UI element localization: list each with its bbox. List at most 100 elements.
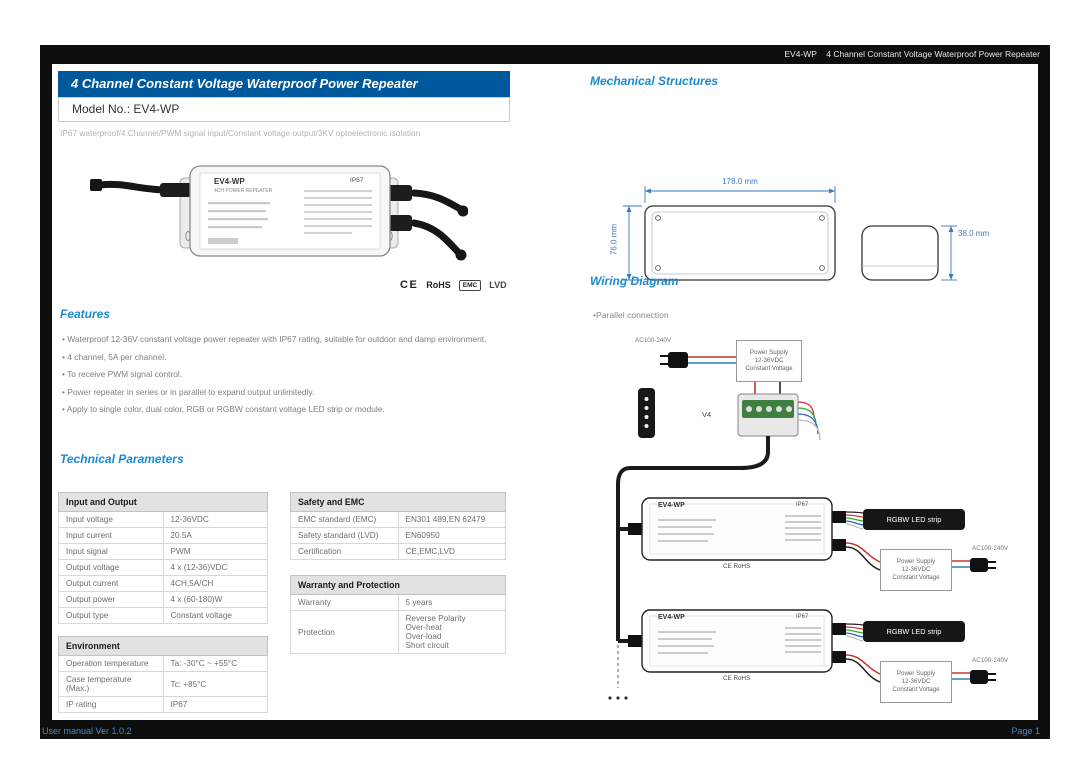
footer-page-number: Page 1 <box>1011 726 1040 736</box>
repeater1-name: EV4-WP <box>658 502 685 509</box>
emc-mark-icon: EMC <box>458 279 482 291</box>
rohs-mark-icon: RoHS <box>426 280 451 290</box>
repeater2-ip: IP67 <box>796 614 809 620</box>
param-label: Input voltage <box>58 511 164 528</box>
led-strip2-label: RGBW LED strip <box>863 621 965 642</box>
doc-title-bar: 4 Channel Constant Voltage Waterproof Po… <box>58 71 510 97</box>
param-label: Case temperature (Max.) <box>58 671 164 697</box>
param-label: Output voltage <box>58 559 164 576</box>
param-label: Output type <box>58 607 164 624</box>
table-row: Case temperature (Max.)Tc: +85°C <box>58 671 268 697</box>
table-title: Safety and EMC <box>290 492 506 512</box>
model-number: Model No.: EV4-WP <box>58 97 510 122</box>
footer-version: User manual Ver 1.0.2 <box>42 726 132 736</box>
table-row: Safety standard (LVD)EN60950 <box>290 527 506 544</box>
repeater1-ip: IP67 <box>796 502 809 508</box>
param-value: PWM <box>162 543 268 560</box>
param-value: CE,EMC,LVD <box>397 543 506 560</box>
product-label-name: EV4-WP <box>214 177 245 186</box>
safety-emc-table: Safety and EMC EMC standard (EMC)EN301 4… <box>290 492 506 560</box>
features-heading: Features <box>60 307 111 321</box>
feature-item: Apply to single color, dual color, RGB o… <box>62 404 572 414</box>
table-title: Input and Output <box>58 492 268 512</box>
repeater2-name: EV4-WP <box>658 614 685 621</box>
controller-label: V4 <box>702 410 712 419</box>
document-frame: EV4-WP 4 Channel Constant Voltage Waterp… <box>40 45 1050 739</box>
param-value: 5 years <box>397 594 506 611</box>
doc-subtitle: IP67 waterproof/4 Channel/PWM signal inp… <box>60 128 421 138</box>
product-photo: EV4-WP 4CH POWER REPEATER IP67 <box>88 150 469 280</box>
wiring-heading: Wiring Diagram <box>590 274 679 288</box>
mechanical-drawing: 178.0 mm 76.0 mm 38.0 mm <box>590 173 1038 341</box>
feature-item: Waterproof 12-36V constant voltage power… <box>62 334 572 344</box>
ac-input-label: AC100-240V <box>972 657 1009 664</box>
technical-parameters-heading: Technical Parameters <box>60 452 184 466</box>
product-label-type: 4CH POWER REPEATER <box>214 188 273 194</box>
param-label: EMC standard (EMC) <box>290 511 399 528</box>
feature-item: To receive PWM signal control. <box>62 369 572 379</box>
led-strip1-label: RGBW LED strip <box>863 509 965 530</box>
param-label: Input signal <box>58 543 164 560</box>
param-label: Protection <box>290 610 399 654</box>
ce-mark-icon: CE <box>400 279 419 291</box>
param-label: Safety standard (LVD) <box>290 527 399 544</box>
dimension-drawing <box>623 186 957 281</box>
param-value: Constant voltage <box>162 607 268 624</box>
param-value: 20.5A <box>162 527 268 544</box>
table-row: EMC standard (EMC)EN301 489,EN 62479 <box>290 511 506 528</box>
page-header-title: EV4-WP 4 Channel Constant Voltage Waterp… <box>784 49 1040 59</box>
power-supply-box: Power Supply 12-36VDC Constant Voltage <box>736 340 802 382</box>
table-title: Warranty and Protection <box>290 575 506 595</box>
dimension-depth: 38.0 mm <box>958 229 990 238</box>
dimension-width: 178.0 mm <box>722 177 758 186</box>
param-value: IP67 <box>162 696 268 713</box>
param-label: Warranty <box>290 594 399 611</box>
repeater2-cert: CE RoHS <box>723 675 751 682</box>
param-value: Ta: -30°C ~ +55°C <box>162 655 268 672</box>
parallel-connection-label: Parallel connection <box>593 310 669 320</box>
param-value: EN301 489,EN 62479 <box>397 511 506 528</box>
feature-item: 4 channel, 5A per channel. <box>62 352 572 362</box>
param-label: Input current <box>58 527 164 544</box>
param-value: Reverse Polarity Over-heat Over-load Sho… <box>397 610 506 654</box>
param-value: 4 x (12-36)VDC <box>162 559 268 576</box>
manual-page: 4 Channel Constant Voltage Waterproof Po… <box>52 64 1038 720</box>
ac-input-label: AC100-240V <box>635 337 672 344</box>
power-supply-box: Power Supply 12-36VDC Constant Voltage <box>880 661 952 703</box>
param-label: Output power <box>58 591 164 608</box>
power-supply-box: Power Supply 12-36VDC Constant Voltage <box>880 549 952 591</box>
param-label: Operation temperature <box>58 655 164 672</box>
mechanical-heading: Mechanical Structures <box>590 74 719 88</box>
lvd-mark-icon: LVD <box>489 280 507 290</box>
feature-item: Power repeater in series or in parallel … <box>62 387 572 397</box>
param-label: Output current <box>58 575 164 592</box>
dimension-height: 76.0 mm <box>609 223 619 256</box>
param-value: 4CH,5A/CH <box>162 575 268 592</box>
table-title: Environment <box>58 636 268 656</box>
wiring-schematic <box>608 352 996 700</box>
param-value: EN60950 <box>397 527 506 544</box>
wiring-diagram: AC100-240V Power Supply 12-36VDC Constan… <box>580 326 1038 718</box>
repeater1-cert: CE RoHS <box>723 563 751 570</box>
param-value: 4 x (60-180)W <box>162 591 268 608</box>
param-label: Certification <box>290 543 399 560</box>
param-value: 12-36VDC <box>162 511 268 528</box>
ac-input-label: AC100-240V <box>972 545 1009 552</box>
product-illustration <box>90 165 469 261</box>
product-label-ip: IP67 <box>350 177 364 184</box>
